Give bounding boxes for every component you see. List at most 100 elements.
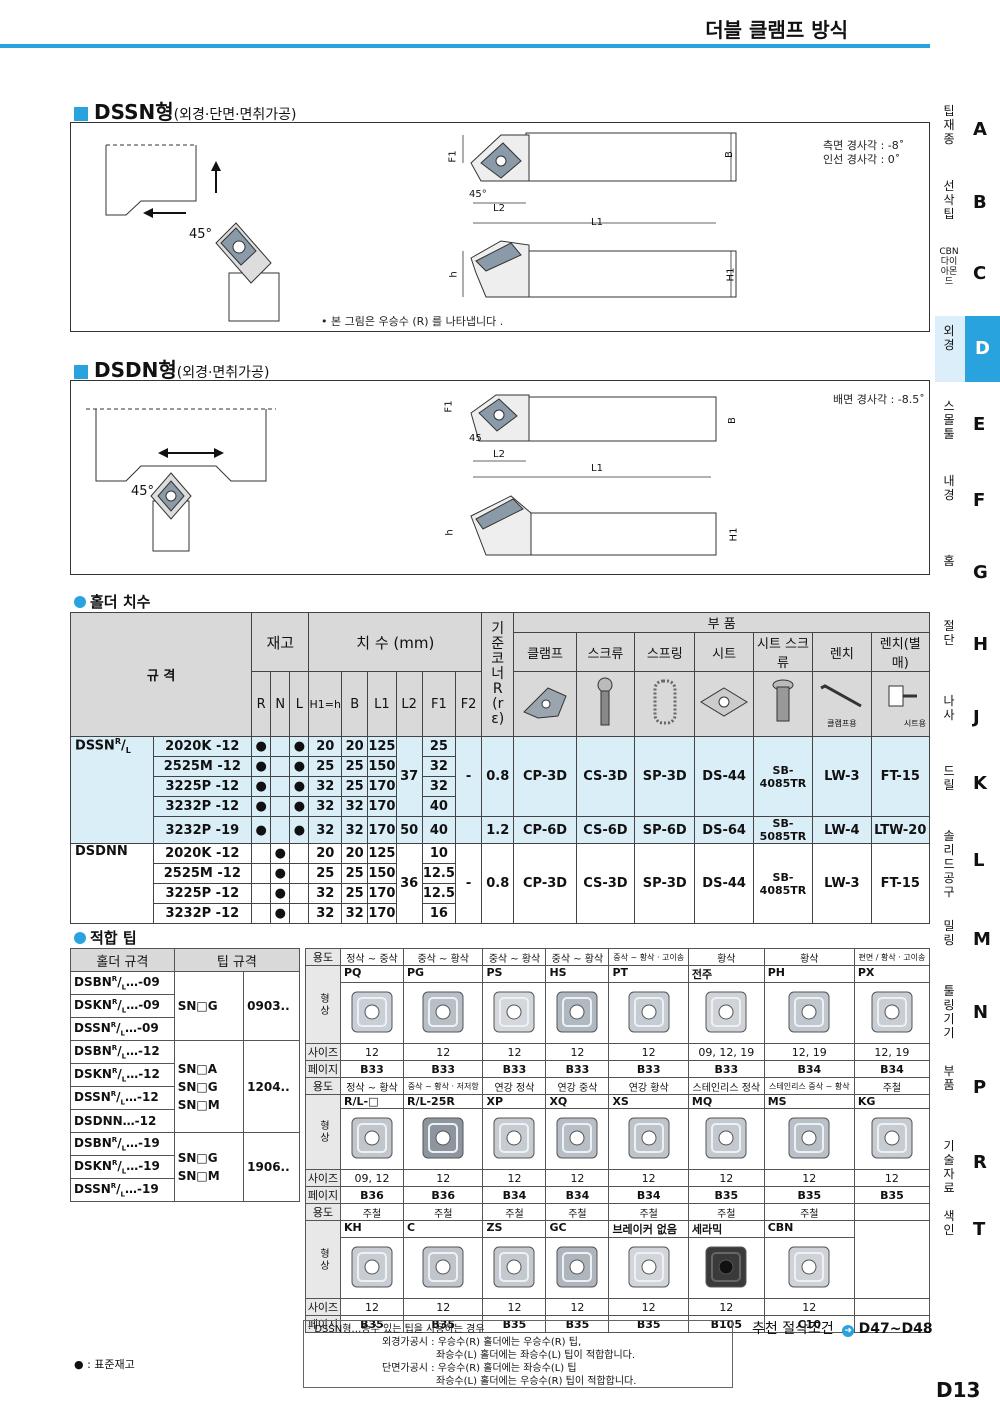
dim-b: 25 [341,756,369,777]
chip-title: 적합 팁 [74,927,137,948]
insert-icon [705,991,747,1032]
chip-table: 홀더 규격 팁 규격 DSBNR/L…-09 SN□G 0903.. DSKNR… [70,948,301,1202]
tip-code: KH [340,1220,404,1238]
tip-page: B34 [853,1060,931,1078]
stock-n [270,776,291,797]
dim-b: 32 [341,816,369,844]
tip-size: 12 [545,1169,610,1187]
sidebar-item-letter: K [973,773,987,794]
sidebar-item-letter: G [973,561,988,583]
dim-f1: 10 [421,843,457,864]
dsdn-dim-l2: L2 [493,449,505,460]
insert-icon [788,1117,830,1158]
part: SP-6D [634,816,696,844]
part: FT-15 [870,736,931,817]
dim-l1: 150 [367,863,397,884]
tip-size: 12, 19 [853,1043,931,1061]
tip-page: B33 [545,1060,610,1078]
dim-h: 32 [308,796,343,817]
sidebar-item-label: 부품 [943,1064,955,1092]
dim-f1: 40 [421,796,457,817]
tip-size: 09, 12 [340,1169,404,1187]
insert-icon [628,1246,670,1287]
tip-image [545,1237,610,1299]
part: DS-44 [694,736,754,817]
tip-use: 주철 [687,1203,765,1221]
holder-spec: DSBNR/L…-19 [70,1132,175,1156]
th-stock-col: L [289,671,310,737]
stock-l [289,863,310,884]
empty-cell [853,1315,931,1333]
tip-spec: SN□G [173,971,245,1041]
spring-image [634,671,696,737]
tip-image [545,1108,610,1170]
label-shape: 형상 [305,1094,341,1170]
dssn-rake-edge: 인선 경사각 : 0˚ [823,153,901,166]
dim-l1: 125 [367,843,397,864]
th-dim-col: H1=h [308,671,343,737]
stock-l: ● [289,756,310,777]
dssn-figure-box: 45° F1 45° L2 L1 B h H1 측면 경사각 : -8˚ 인선 … [70,122,930,332]
tip-use: 주철 [608,1203,689,1221]
group-dsdnn: DSDNN [70,843,154,924]
tip-image [608,982,689,1044]
recommend-link[interactable]: D47~D48 [858,1321,933,1337]
tip-image [687,1237,765,1299]
insert-icon [871,991,913,1032]
tip-image [402,982,484,1044]
tip-page: B33 [340,1060,404,1078]
dim-f2 [454,816,483,844]
sidebar-item-label: 선삭팁 [943,179,955,221]
tip-size: 12 [763,1298,855,1316]
part: LW-3 [812,736,872,817]
tip-size: 12 [340,1043,404,1061]
tip-size: 1906.. [243,1132,300,1202]
round-bullet-icon [74,932,86,944]
tip-size: 12 [545,1298,610,1316]
tip-page: B35 [687,1186,765,1204]
dim-f1: 12.5 [421,863,457,884]
tip-use: 황삭 [687,948,765,966]
tip-size: 12 [402,1169,484,1187]
sidebar-item-letter: F [973,490,986,511]
tip-code: 전주 [687,965,765,983]
dsdn-title: DSDN형(외경·면취가공) [74,354,269,383]
sidebar-item-label: 기술자료 [943,1139,955,1195]
part: SP-3D [634,736,696,817]
stock-r: ● [251,776,272,797]
tip-code: XQ [545,1094,610,1109]
insert-icon [556,1117,598,1158]
stock-r [251,883,272,904]
tip-size: 12 [608,1298,689,1316]
tip-use: 편면 / 황삭 · 고이송 [853,948,931,966]
holder-spec: DSKNR/L…-19 [70,1155,175,1179]
tip-image [687,982,765,1044]
tip-size: 12 [340,1298,404,1316]
dim-f1: 12.5 [421,883,457,904]
holder-spec: DSDNN…-12 [70,1109,175,1133]
tip-image [340,1237,404,1299]
insert-icon [788,1246,830,1287]
th-parts: 부 품 [513,612,930,633]
stock-r: ● [251,756,272,777]
holder-spec: DSBNR/L…-12 [70,1040,175,1064]
tip-code: R/L-□ [340,1094,404,1109]
arrow-right-icon: ➜ [842,1325,855,1337]
